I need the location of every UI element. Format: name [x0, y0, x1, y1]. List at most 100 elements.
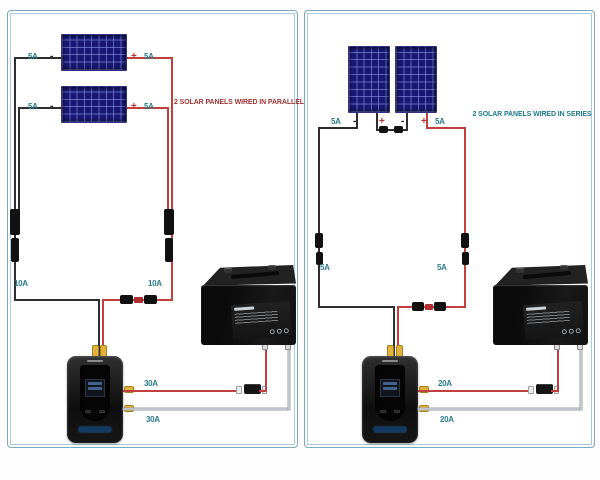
wire-positive — [171, 57, 173, 301]
y-branch-connector-icon — [11, 238, 19, 262]
wire-negative — [318, 306, 395, 308]
wire-negative — [318, 127, 358, 129]
battery-terminal-icon — [223, 268, 232, 274]
series-diagram-frame: 5A 5A 5A - + - + 5A 2 SOLAR PANELS WIRED… — [304, 10, 595, 448]
wire-battery-positive — [259, 390, 267, 392]
controller-display — [85, 379, 105, 397]
charge-controller-icon — [67, 356, 123, 443]
solar-panel-icon — [395, 46, 437, 113]
wire-negative — [18, 107, 20, 217]
amp-label: 30A — [146, 415, 160, 424]
display-segment — [383, 387, 397, 390]
wire-battery-negative — [418, 408, 582, 410]
amp-label: 5A — [320, 263, 330, 272]
cert-icon — [276, 329, 283, 335]
terminal-connector-icon — [124, 386, 134, 393]
controller-button — [99, 410, 105, 413]
battery-icon — [493, 265, 588, 345]
mc4-connector-icon — [134, 297, 143, 303]
wire-negative — [18, 107, 63, 109]
wire-battery-positive — [123, 390, 237, 392]
wire-negative — [356, 113, 358, 129]
wire-negative — [393, 306, 395, 357]
solar-panel-icon — [348, 46, 390, 113]
series-jumper-wire — [406, 113, 408, 131]
battery-icon — [201, 265, 296, 345]
display-segment — [383, 382, 397, 385]
wire-battery-positive — [557, 348, 559, 390]
polarity-positive-label: + — [421, 116, 427, 127]
controller-brand-badge — [374, 427, 406, 432]
solar-panel-icon — [61, 34, 127, 71]
mc4-connector-icon — [425, 304, 433, 310]
mc4-connector-icon — [315, 233, 323, 248]
battery-brand-bar — [234, 306, 255, 312]
amp-label: 5A — [144, 52, 154, 61]
controller-display — [380, 379, 400, 397]
controller-logo — [382, 360, 398, 362]
amp-label: 10A — [148, 279, 162, 288]
battery-terminal-icon — [559, 265, 568, 270]
controller-button — [85, 410, 91, 413]
wire-positive — [167, 107, 169, 217]
mc4-connector-icon — [394, 126, 403, 133]
wire-negative — [14, 57, 16, 301]
wire-battery-positive — [418, 390, 529, 392]
solar-panel-icon — [61, 86, 127, 123]
y-branch-connector-icon — [164, 209, 174, 235]
battery-terminal-icon — [267, 265, 276, 270]
mc4-connector-icon — [412, 302, 424, 311]
amp-label: 10A — [14, 279, 28, 288]
battery-label — [231, 301, 293, 341]
charge-controller-icon — [362, 356, 418, 443]
display-segment — [88, 382, 102, 385]
controller-front-column — [375, 365, 405, 421]
controller-logo — [87, 360, 103, 362]
wire-battery-negative — [288, 348, 290, 410]
amp-label: 5A — [437, 263, 447, 272]
amp-label: 5A — [144, 102, 154, 111]
battery-brand-bar — [526, 306, 547, 312]
wire-battery-positive — [551, 390, 559, 392]
polarity-negative-label: - — [50, 101, 54, 112]
wire-positive — [426, 113, 428, 129]
wire-battery-negative — [123, 408, 290, 410]
fuse-terminal-icon — [528, 386, 534, 394]
cert-icon — [561, 329, 568, 336]
mc4-connector-icon — [316, 252, 323, 265]
wire-positive — [127, 57, 173, 59]
battery-spec-lines — [234, 310, 279, 325]
polarity-positive-label: + — [379, 116, 385, 127]
battery-spec-lines — [526, 310, 571, 325]
amp-label: 30A — [144, 379, 158, 388]
fuse-terminal-icon — [236, 386, 242, 394]
mc4-connector-icon — [462, 252, 469, 265]
wire-negative — [14, 57, 63, 59]
mc4-connector-icon — [461, 233, 469, 248]
wire-negative — [318, 127, 320, 308]
inline-fuse-icon — [536, 384, 553, 394]
battery-label — [523, 301, 585, 341]
wire-positive — [464, 127, 466, 308]
wire-negative — [98, 299, 100, 357]
amp-label: 5A — [435, 117, 445, 126]
amp-label: 5A — [331, 117, 341, 126]
mc4-connector-icon — [144, 295, 157, 304]
series-jumper-wire — [376, 129, 408, 131]
wire-positive — [426, 127, 466, 129]
mc4-connector-icon — [379, 126, 388, 133]
controller-front-column — [80, 365, 110, 421]
wire-battery-negative — [580, 348, 582, 410]
mc4-connector-icon — [120, 295, 133, 304]
amp-label: 5A — [28, 102, 38, 111]
cert-icon — [283, 328, 290, 335]
battery-terminal-icon — [515, 268, 524, 274]
amp-label: 5A — [28, 52, 38, 61]
amp-label: 20A — [440, 415, 454, 424]
polarity-negative-label: - — [50, 51, 54, 62]
amp-label: 20A — [438, 379, 452, 388]
wire-negative — [14, 299, 100, 301]
y-branch-connector-icon — [10, 209, 20, 235]
cert-icon — [575, 328, 582, 335]
battery-cert-icons — [269, 328, 290, 336]
